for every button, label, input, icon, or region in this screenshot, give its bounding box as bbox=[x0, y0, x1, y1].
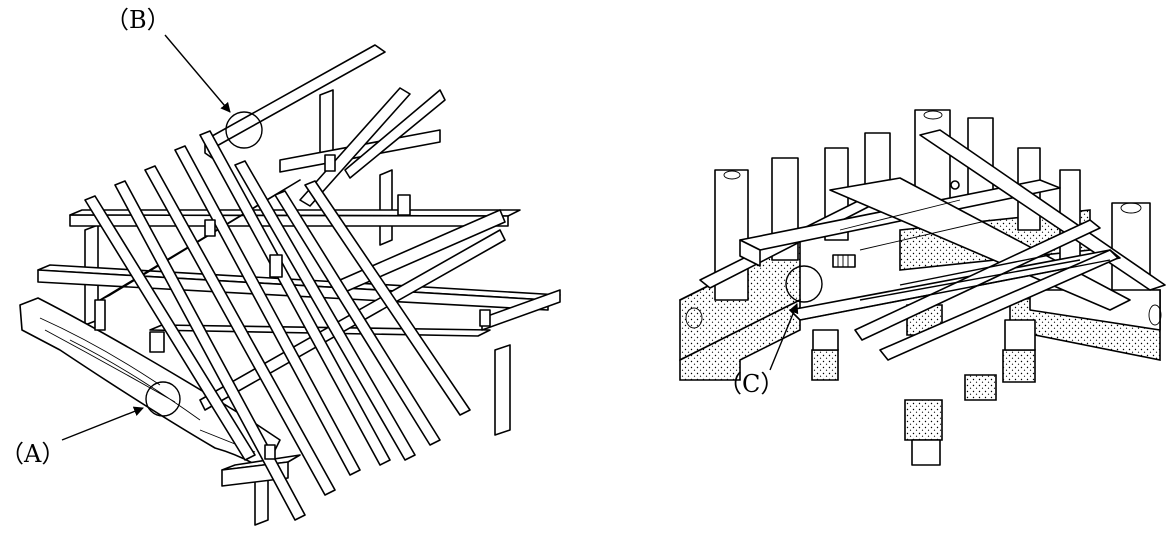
label-a: （A） bbox=[0, 440, 65, 468]
detail-circle-c bbox=[785, 265, 823, 303]
detail-circle-a bbox=[145, 381, 181, 417]
log-beam bbox=[19, 297, 281, 471]
label-c: （C） bbox=[718, 370, 784, 398]
detail-circle-b bbox=[225, 111, 263, 149]
hardware-blocks bbox=[832, 180, 960, 268]
leader-arrow-a bbox=[61, 406, 144, 441]
floor-frame-drawing bbox=[679, 109, 1166, 466]
leader-arrow-b bbox=[164, 34, 231, 113]
joists bbox=[799, 199, 1111, 321]
end-grain bbox=[685, 110, 1162, 329]
rafters bbox=[84, 130, 471, 521]
connectors bbox=[94, 154, 491, 460]
leader-arrow-c bbox=[769, 303, 799, 371]
label-b: （B） bbox=[105, 6, 171, 34]
roof-frame-drawing bbox=[19, 34, 561, 526]
